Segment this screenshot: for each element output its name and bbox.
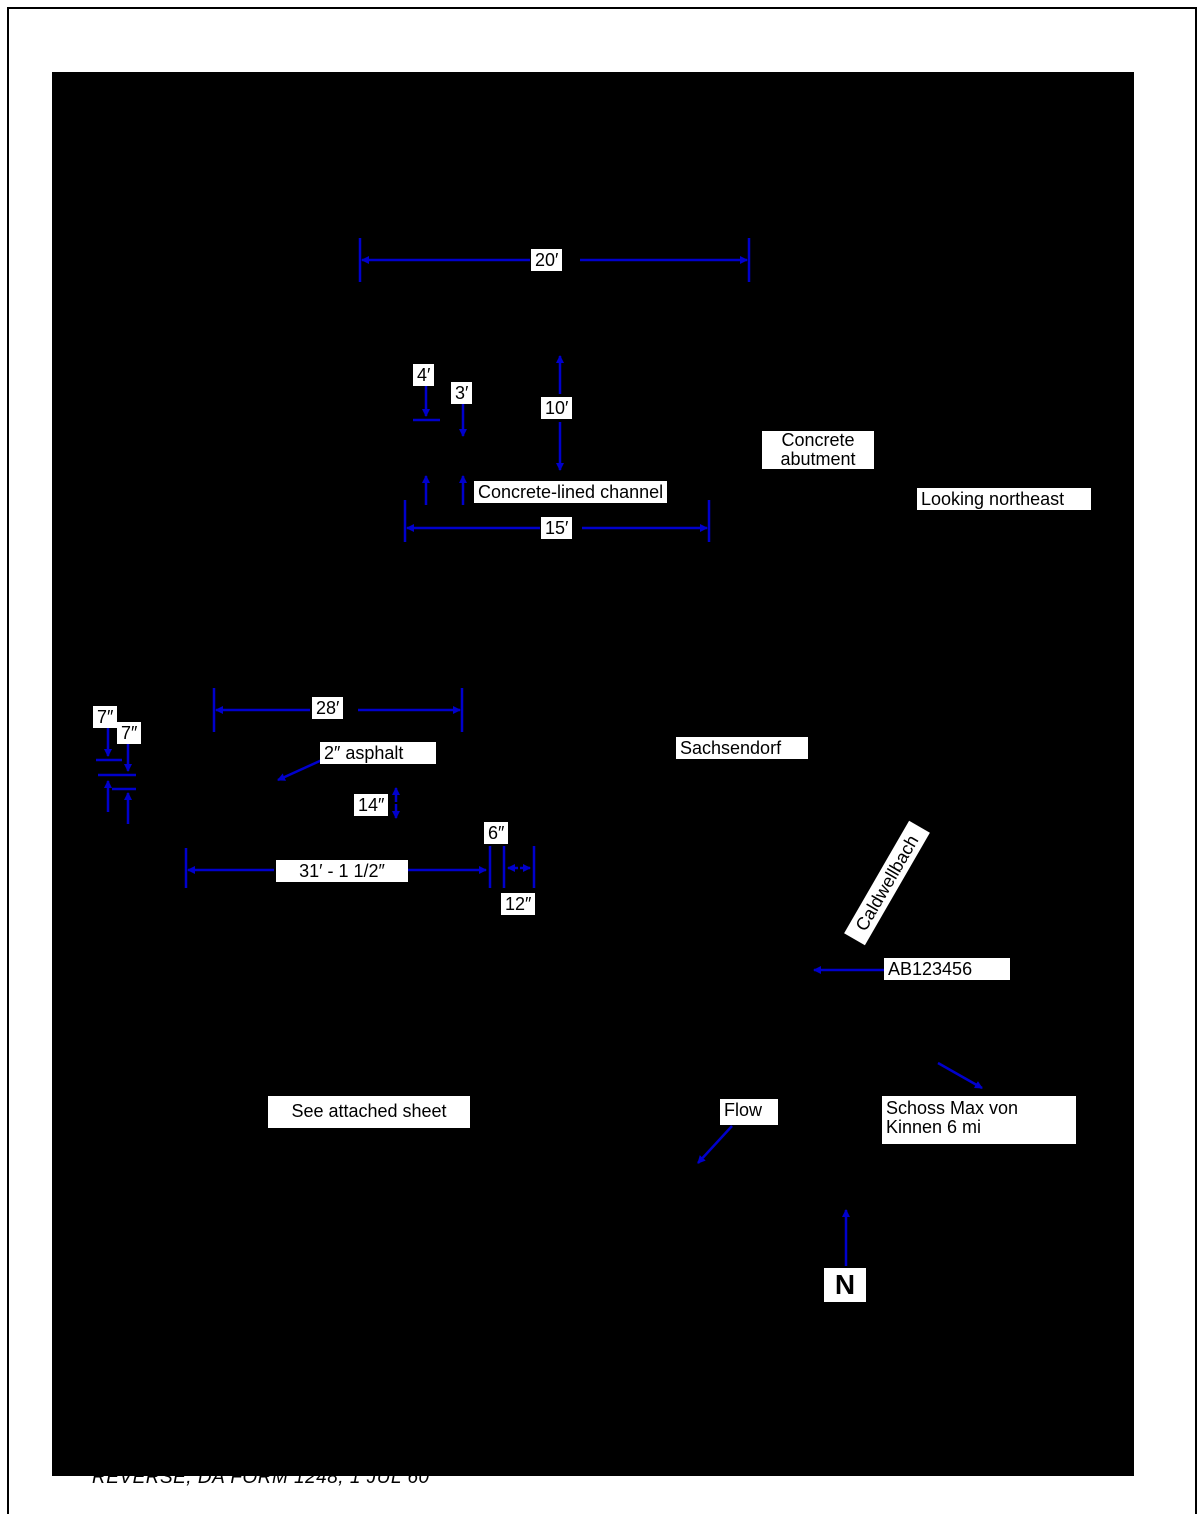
flow-arrow [697, 1125, 733, 1164]
dim-31-label: 31′ - 1 1/2″ [276, 860, 408, 882]
asphalt-leader-arrow [277, 758, 323, 782]
abutment-label: Concrete abutment [762, 431, 874, 469]
dim-28-label: 28′ [312, 697, 344, 719]
reference-code-label: AB123456 [884, 958, 1010, 980]
distance-label: Schoss Max von Kinnen 6 mi [882, 1096, 1076, 1144]
dim-12-label: 12″ [501, 893, 536, 915]
dim-6-label: 6″ [484, 822, 509, 844]
town-label: Sachsendorf [676, 737, 808, 759]
frame-right-border [1195, 7, 1197, 1514]
dim-7b-label: 7″ [117, 722, 142, 744]
see-attached-label: See attached sheet [268, 1096, 470, 1128]
dim-3-label: 3′ [451, 382, 473, 404]
dim-10-label: 10′ [541, 397, 573, 419]
view-direction-label: Looking northeast [917, 488, 1091, 510]
dim-14-label: 14″ [354, 794, 389, 816]
asphalt-label: 2″ asphalt [320, 742, 436, 764]
dim-7a-label: 7″ [93, 706, 118, 728]
distance-arrow [937, 1061, 983, 1090]
flow-label: Flow [720, 1099, 778, 1125]
form-footer: REVERSE, DA FORM 1248, 1 JUL 60 [92, 1467, 430, 1488]
sketch-panel [52, 72, 1134, 1476]
north-label: N [824, 1268, 866, 1302]
frame-top-border [7, 7, 1197, 9]
dim-20-label: 20′ [531, 249, 563, 271]
frame-left-border [7, 7, 9, 1514]
dim-15-label: 15′ [541, 517, 573, 539]
dim-4-label: 4′ [413, 364, 435, 386]
channel-label: Concrete-lined channel [474, 481, 668, 503]
